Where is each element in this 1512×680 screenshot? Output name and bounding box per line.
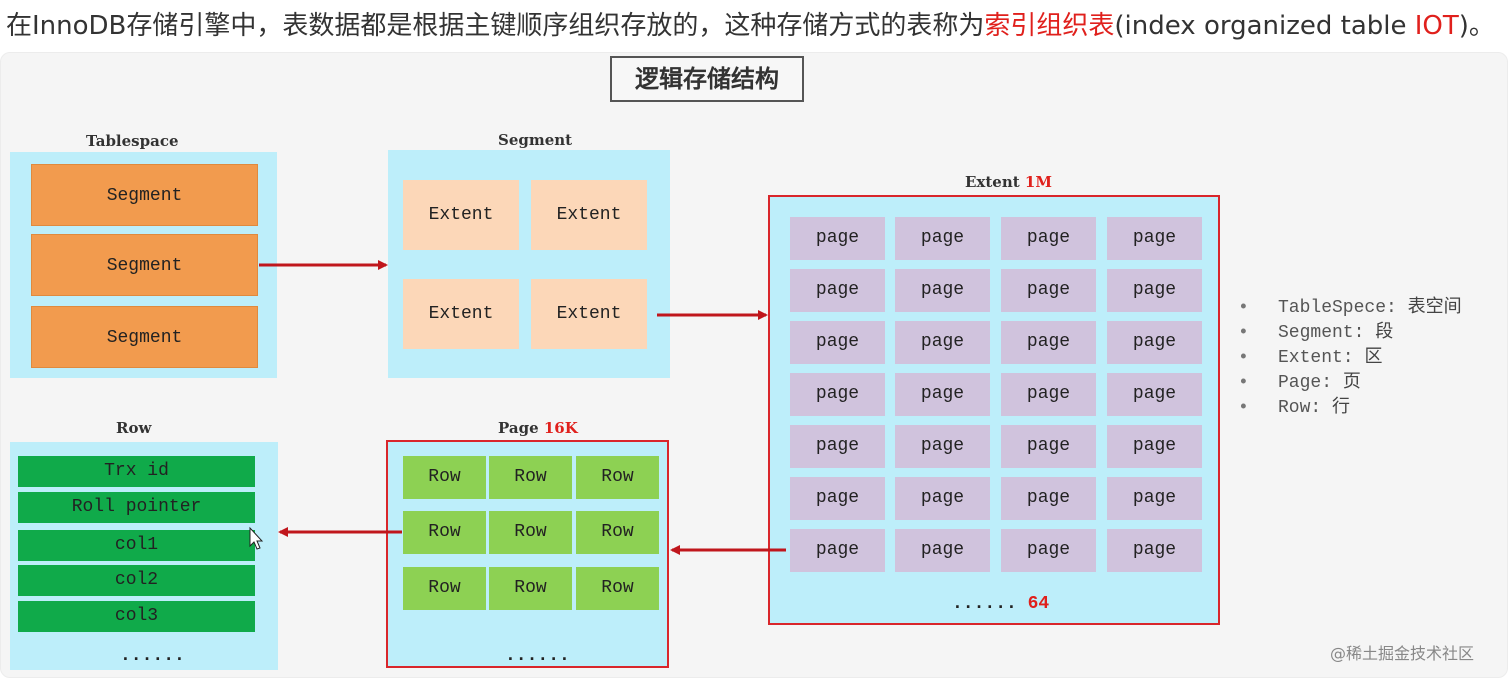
segment-extent: Extent xyxy=(403,180,519,250)
mouse-cursor-icon xyxy=(249,526,264,550)
intro-highlight-iot-name: 索引组织表 xyxy=(984,11,1115,41)
page-row: Row xyxy=(489,456,572,499)
extent-page: page xyxy=(895,373,990,416)
legend-bullet: • xyxy=(1238,323,1249,343)
page-row: Row xyxy=(576,567,659,610)
segment-extent: Extent xyxy=(531,180,647,250)
intro-part3: )。 xyxy=(1458,11,1495,41)
legend-zh: 页 xyxy=(1342,371,1361,392)
extent-page: page xyxy=(790,217,885,260)
extent-page: page xyxy=(1001,477,1096,520)
extent-size: 1M xyxy=(1024,173,1052,191)
extent-page: page xyxy=(1107,529,1202,572)
tablespace-segment: Segment xyxy=(31,234,258,296)
extent-label-text: Extent xyxy=(965,173,1020,191)
watermark: @稀土掘金技术社区 xyxy=(1330,644,1475,663)
row-field: Roll pointer xyxy=(18,492,255,523)
legend-zh: 区 xyxy=(1364,346,1383,367)
extent-page: page xyxy=(895,477,990,520)
row-field: Trx id xyxy=(18,456,255,487)
diagram-title: 逻辑存储结构 xyxy=(610,56,804,102)
page-row: Row xyxy=(489,567,572,610)
extent-page: page xyxy=(895,321,990,364)
extent-page: page xyxy=(1107,217,1202,260)
row-label: Row xyxy=(116,419,152,437)
row-field: col3 xyxy=(18,601,255,632)
legend-item: • TableSpece: 表空间 xyxy=(1238,294,1462,319)
page-label: Page 16K xyxy=(498,419,578,437)
page-row: Row xyxy=(489,511,572,554)
extent-page: page xyxy=(790,477,885,520)
page-row: Row xyxy=(576,456,659,499)
tablespace-label: Tablespace xyxy=(86,132,179,150)
extent-page: page xyxy=(1001,217,1096,260)
extent-page: page xyxy=(790,529,885,572)
page-row: Row xyxy=(403,456,486,499)
page-more-dots: ...... xyxy=(505,646,570,666)
extent-page-count: 64 xyxy=(1027,594,1050,614)
intro-part1: 在InnoDB存储引擎中，表数据都是根据主键顺序组织存放的，这种存储方式的表称为 xyxy=(6,11,985,41)
page-row: Row xyxy=(403,567,486,610)
extent-page: page xyxy=(1107,373,1202,416)
row-more-dots: ...... xyxy=(120,646,185,666)
legend-zh: 行 xyxy=(1332,396,1351,417)
segment-label: Segment xyxy=(498,131,573,149)
extent-page: page xyxy=(895,529,990,572)
page-row: Row xyxy=(576,511,659,554)
extent-page: page xyxy=(1001,425,1096,468)
extent-page: page xyxy=(895,217,990,260)
page-row: Row xyxy=(403,511,486,554)
legend-bullet: • xyxy=(1238,398,1249,418)
tablespace-segment: Segment xyxy=(31,306,258,368)
extent-page: page xyxy=(1001,373,1096,416)
extent-page: page xyxy=(895,425,990,468)
row-field: col1 xyxy=(18,530,255,561)
extent-page: page xyxy=(1107,269,1202,312)
extent-page: page xyxy=(1001,269,1096,312)
extent-page: page xyxy=(790,425,885,468)
extent-page: page xyxy=(1107,321,1202,364)
extent-page: page xyxy=(1001,529,1096,572)
legend-bullet: • xyxy=(1238,298,1249,318)
extent-page: page xyxy=(790,373,885,416)
legend-bullet: • xyxy=(1238,373,1249,393)
intro-highlight-iot: IOT xyxy=(1414,11,1459,41)
intro-text: 在InnoDB存储引擎中，表数据都是根据主键顺序组织存放的，这种存储方式的表称为… xyxy=(6,8,1506,44)
extent-page: page xyxy=(1107,477,1202,520)
legend-term: Row: xyxy=(1278,398,1322,418)
extent-page: page xyxy=(1001,321,1096,364)
legend-item: • Page: 页 xyxy=(1238,369,1462,394)
legend-term: TableSpece: xyxy=(1278,298,1397,318)
extent-more-dots: ...... xyxy=(952,594,1017,614)
legend-term: Page: xyxy=(1278,373,1333,393)
page-size: 16K xyxy=(543,419,578,437)
legend-zh: 段 xyxy=(1375,321,1394,342)
intro-part2: (index organized table xyxy=(1114,11,1415,41)
legend: • TableSpece: 表空间 • Segment: 段 • Extent: 区 • Pa… xyxy=(1238,294,1462,419)
legend-item: • Extent: 区 xyxy=(1238,344,1462,369)
extent-page: page xyxy=(1107,425,1202,468)
segment-extent: Extent xyxy=(531,279,647,349)
legend-item: • Segment: 段 xyxy=(1238,319,1462,344)
tablespace-segment: Segment xyxy=(31,164,258,226)
legend-term: Segment: xyxy=(1278,323,1365,343)
legend-bullet: • xyxy=(1238,348,1249,368)
page-label-text: Page xyxy=(498,419,539,437)
row-field: col2 xyxy=(18,565,255,596)
legend-zh: 表空间 xyxy=(1407,296,1462,317)
legend-item: • Row: 行 xyxy=(1238,394,1462,419)
extent-label: Extent 1M xyxy=(965,173,1052,191)
legend-term: Extent: xyxy=(1278,348,1354,368)
extent-page: page xyxy=(895,269,990,312)
segment-extent: Extent xyxy=(403,279,519,349)
extent-page: page xyxy=(790,321,885,364)
extent-page: page xyxy=(790,269,885,312)
extent-more: ...... 64 xyxy=(952,594,1049,614)
